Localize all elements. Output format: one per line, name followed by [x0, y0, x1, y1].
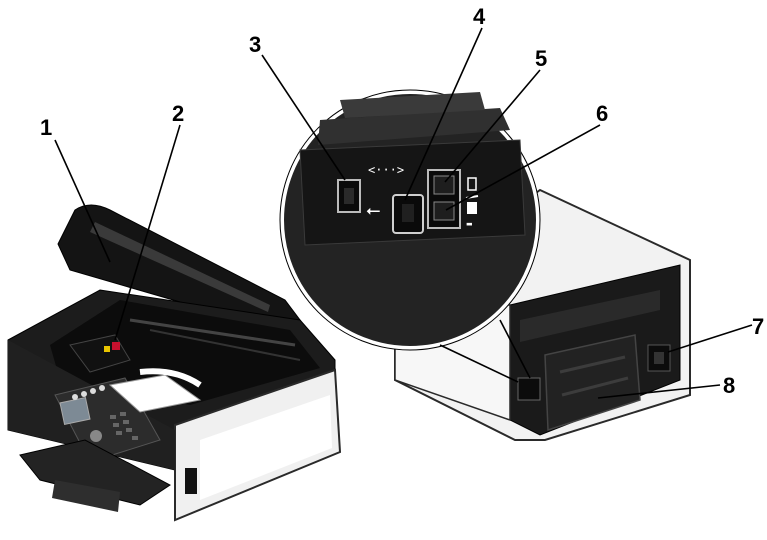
leader-8 [597, 384, 721, 399]
magnifier-leader-b [499, 319, 531, 379]
magnifier-leader-a [439, 344, 519, 383]
phone-jack-ext [433, 175, 455, 195]
leader-4 [404, 27, 483, 201]
network-symbol-icon: <···> [368, 163, 404, 177]
leader-1 [54, 139, 111, 263]
callout-labels: 1 2 3 4 5 6 7 8 [40, 4, 764, 398]
phone-line-icon [467, 202, 477, 214]
paper-tray [19, 439, 171, 506]
phone-ext-icon [467, 177, 477, 191]
callout-3: 3 [249, 32, 261, 57]
callout-6: 6 [596, 101, 608, 126]
callout-leaders [54, 27, 753, 399]
usb-symbol-icon: ⭠ [366, 200, 380, 221]
callout-8: 8 [723, 373, 735, 398]
phone-jack-line [433, 201, 455, 221]
callout-4: 4 [473, 4, 486, 29]
callout-7: 7 [752, 314, 764, 339]
svg-text:▬: ▬ [466, 220, 473, 228]
callout-5: 5 [535, 46, 547, 71]
callout-2: 2 [172, 101, 184, 126]
leader-6 [445, 124, 601, 211]
callout-1: 1 [40, 115, 52, 140]
leader-3 [261, 54, 346, 181]
front-printer [7, 204, 342, 522]
leader-2 [114, 124, 181, 341]
leader-5 [444, 69, 541, 183]
port-magnifier: <···> ⭠ ▬ [279, 89, 541, 383]
leader-7 [667, 324, 753, 353]
port-panel [299, 139, 526, 246]
